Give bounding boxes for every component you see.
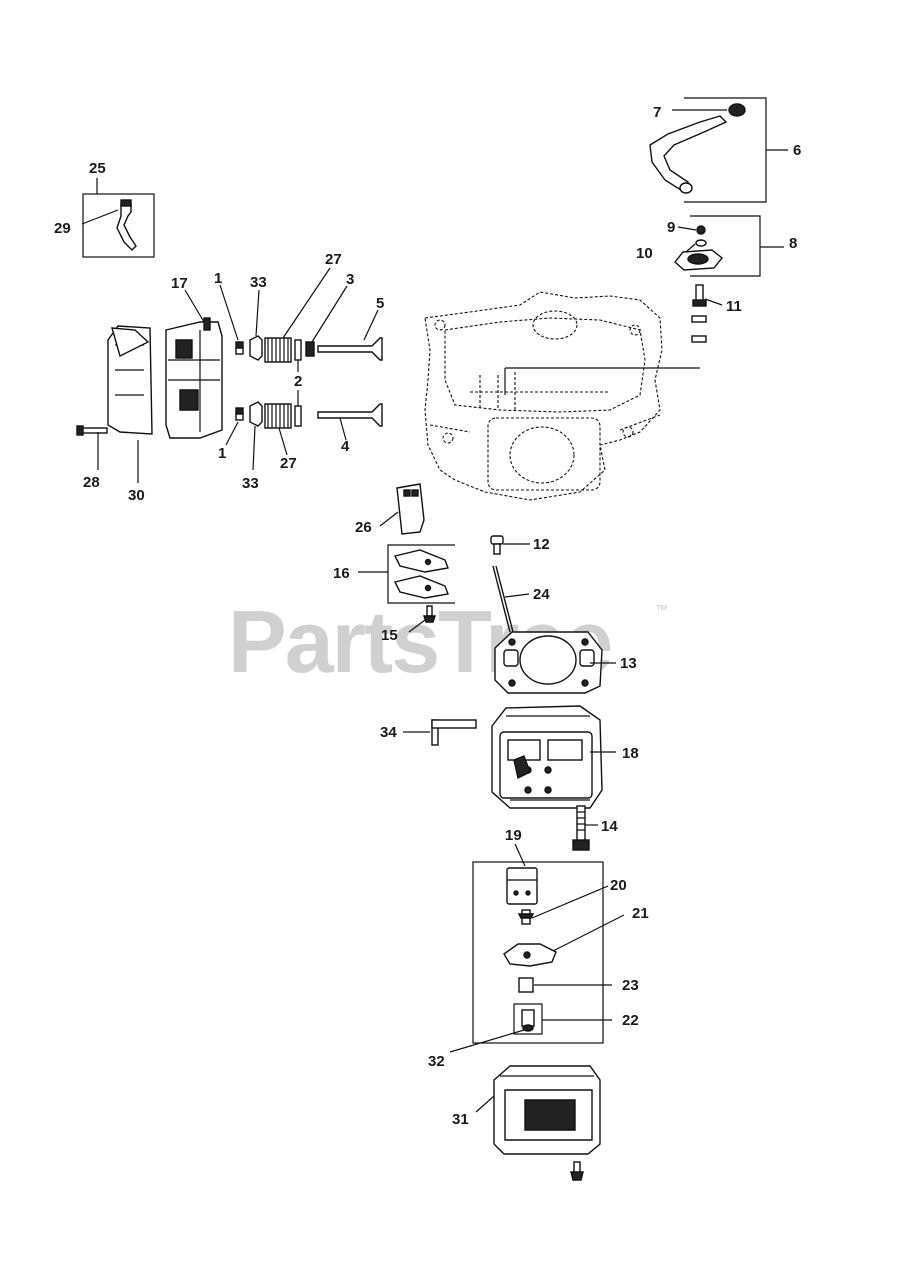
callout-28: 28	[83, 474, 100, 491]
callout-26: 26	[355, 519, 372, 536]
rocker-pivot-stud-part	[517, 909, 535, 925]
keeper-upper-part	[235, 341, 244, 349]
callout-1-lower: 1	[218, 445, 226, 462]
exhaust-valve-part	[317, 337, 383, 361]
rocker-plate-part	[506, 867, 538, 905]
callout-9: 9	[667, 219, 675, 236]
callout-11: 11	[726, 298, 742, 315]
gauge-tool-part	[431, 719, 477, 746]
valve-cover-part	[107, 325, 153, 435]
cylinder-head-part	[491, 705, 603, 809]
rocker-arm-small-part	[503, 943, 557, 967]
rocker-cover-part	[493, 1065, 601, 1155]
callout-17: 17	[171, 275, 188, 292]
callout-29: 29	[54, 220, 71, 237]
stem-seal-part	[305, 341, 315, 357]
breather-screw-part	[691, 284, 707, 343]
callout-6: 6	[793, 142, 801, 159]
kit-box-25	[82, 193, 155, 258]
kit-box-8	[690, 215, 761, 277]
callout-30: 30	[128, 487, 145, 504]
crankcase-breather-hose-part	[649, 103, 746, 194]
valve-guide-lower-part	[294, 405, 302, 427]
engine-block-outline	[424, 291, 700, 501]
callout-23: 23	[622, 977, 639, 994]
valve-spring-lower-part	[264, 403, 292, 429]
callout-19: 19	[505, 827, 522, 844]
callout-13: 13	[620, 655, 637, 672]
callout-31: 31	[452, 1111, 469, 1128]
callout-1-upper: 1	[214, 270, 222, 287]
head-bolt-part	[572, 805, 590, 851]
pushrod-part	[492, 565, 511, 633]
callout-21: 21	[632, 905, 649, 922]
kit-box-6	[684, 97, 767, 203]
callout-25: 25	[89, 160, 106, 177]
callout-32: 32	[428, 1053, 445, 1070]
pushrod-guide-part	[490, 535, 504, 555]
callout-34: 34	[380, 724, 397, 741]
rocker-arm-part	[393, 549, 449, 599]
rocker-support-part	[396, 483, 425, 535]
callout-33-lower: 33	[242, 475, 259, 492]
callout-24: 24	[533, 586, 550, 603]
callout-27-upper: 27	[325, 251, 342, 268]
lash-adjuster-part	[521, 1009, 535, 1032]
bolt-part	[76, 425, 108, 436]
callout-8: 8	[789, 235, 797, 252]
callout-15: 15	[381, 627, 398, 644]
head-gasket-part	[494, 631, 603, 694]
valve-guide-upper-part	[294, 339, 302, 361]
kit-box-16	[387, 544, 455, 604]
callout-12: 12	[533, 536, 550, 553]
valve-spring-upper-part	[264, 337, 292, 363]
cover-screw-part	[570, 1161, 584, 1181]
keeper-lower-part	[235, 407, 244, 415]
callout-2: 2	[294, 373, 302, 390]
kit-box-19	[472, 861, 604, 1044]
callout-22: 22	[622, 1012, 639, 1029]
retainer-upper-part	[249, 335, 263, 361]
rocker-stud-part	[423, 605, 436, 623]
watermark-trademark: ™	[655, 602, 668, 617]
callout-27-lower: 27	[280, 455, 297, 472]
callout-7: 7	[653, 104, 661, 121]
callout-5: 5	[376, 295, 384, 312]
callout-14: 14	[601, 818, 618, 835]
callout-3: 3	[346, 271, 354, 288]
retainer-lower-part	[249, 401, 263, 427]
adjuster-nut-part	[518, 977, 534, 993]
callout-20: 20	[610, 877, 627, 894]
callout-10: 10	[636, 245, 653, 262]
cylinder-head-side-part	[165, 317, 223, 439]
callout-16: 16	[333, 565, 350, 582]
callout-33-upper: 33	[250, 274, 267, 291]
callout-4: 4	[341, 438, 350, 455]
intake-valve-part	[317, 403, 383, 427]
breather-hose-part	[116, 199, 137, 251]
breather-cover-part	[674, 225, 723, 271]
callout-18: 18	[622, 745, 639, 762]
